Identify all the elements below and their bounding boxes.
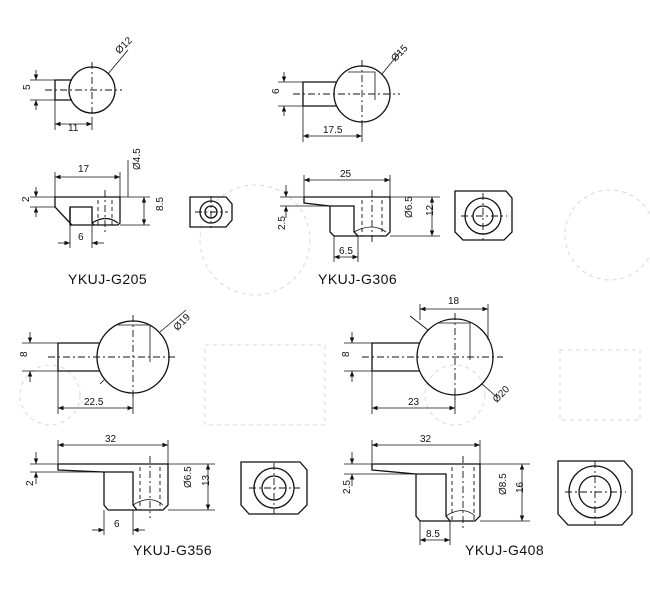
g356-side-view: 32 13 Ø6.5 2 6 xyxy=(25,434,215,535)
g408-diameter-top-label: Ø20 xyxy=(491,384,512,405)
part-g408: 18 Ø20 8 23 32 xyxy=(341,296,633,558)
g408-length-top-label: 23 xyxy=(408,397,420,408)
g356-top-view: Ø19 8 22.5 xyxy=(19,309,193,414)
g306-dia-small-label: Ø6.5 xyxy=(404,196,415,218)
g356-length-top-label: 22.5 xyxy=(84,397,104,408)
background-ghost-lines xyxy=(19,184,650,426)
g205-length-top-label: 11 xyxy=(68,123,79,134)
g356-flange-label: 2 xyxy=(25,480,36,486)
part-g205: Ø12 5 11 17 8.5 Ø4.5 xyxy=(21,35,233,287)
g306-height-top-label: 6 xyxy=(271,88,282,94)
g205-height-side-label: 8.5 xyxy=(155,197,166,211)
g408-model-label: YKUJ-G408 xyxy=(465,542,544,558)
g205-model-label: YKUJ-G205 xyxy=(68,271,147,287)
g356-height-side-label: 13 xyxy=(201,474,212,486)
g205-diameter-top-label: Ø12 xyxy=(114,35,135,56)
g356-model-label: YKUJ-G356 xyxy=(133,542,212,558)
g205-dia-small-label: Ø4.5 xyxy=(132,148,143,170)
g205-height-top-label: 5 xyxy=(22,84,33,90)
g408-flange-label: 2.5 xyxy=(342,480,353,494)
g356-offset-label: 6 xyxy=(114,519,120,530)
g408-end-view xyxy=(557,460,633,526)
g205-end-view xyxy=(189,196,233,228)
g356-length-side-label: 32 xyxy=(105,434,117,445)
g306-height-side-label: 12 xyxy=(425,204,436,216)
g306-length-side-label: 25 xyxy=(340,169,352,180)
g408-height-top-label: 8 xyxy=(341,351,352,357)
g408-dia-small-label: Ø8.5 xyxy=(498,473,509,495)
g205-flange-label: 2 xyxy=(21,196,32,202)
g306-length-top-label: 17.5 xyxy=(323,125,343,136)
g408-side-view: 32 16 Ø8.5 2.5 8.5 xyxy=(342,434,530,545)
g408-top-view: 18 Ø20 8 23 xyxy=(341,296,512,414)
g306-top-view: Ø15 6 17.5 xyxy=(271,43,411,142)
g306-end-view xyxy=(454,190,513,241)
g306-model-label: YKUJ-G306 xyxy=(318,271,397,287)
g306-offset-label: 6.5 xyxy=(339,246,353,257)
g356-dia-small-label: Ø6.5 xyxy=(183,466,194,488)
g408-length-side-label: 32 xyxy=(420,434,432,445)
g356-diameter-top-label: Ø19 xyxy=(172,312,193,333)
g306-side-view: 25 12 Ø6.5 2.5 6.5 xyxy=(277,169,440,262)
g205-offset-label: 6 xyxy=(78,232,84,243)
g306-diameter-top-label: Ø15 xyxy=(389,43,410,64)
part-g356: Ø19 8 22.5 32 13 Ø6.5 xyxy=(19,309,308,558)
g408-offset-label: 8.5 xyxy=(426,529,440,540)
g205-length-side-label: 17 xyxy=(78,164,90,175)
g408-width-top-label: 18 xyxy=(448,296,460,307)
g356-height-top-label: 8 xyxy=(19,351,30,357)
g205-side-view: 17 8.5 Ø4.5 2 6 xyxy=(21,148,166,248)
g408-height-side-label: 16 xyxy=(515,481,526,493)
g356-end-view xyxy=(240,461,308,515)
g306-flange-label: 2.5 xyxy=(277,216,288,230)
g205-top-view: Ø12 5 11 xyxy=(22,35,135,134)
part-g306: Ø15 6 17.5 25 12 Ø6.5 xyxy=(271,43,513,287)
